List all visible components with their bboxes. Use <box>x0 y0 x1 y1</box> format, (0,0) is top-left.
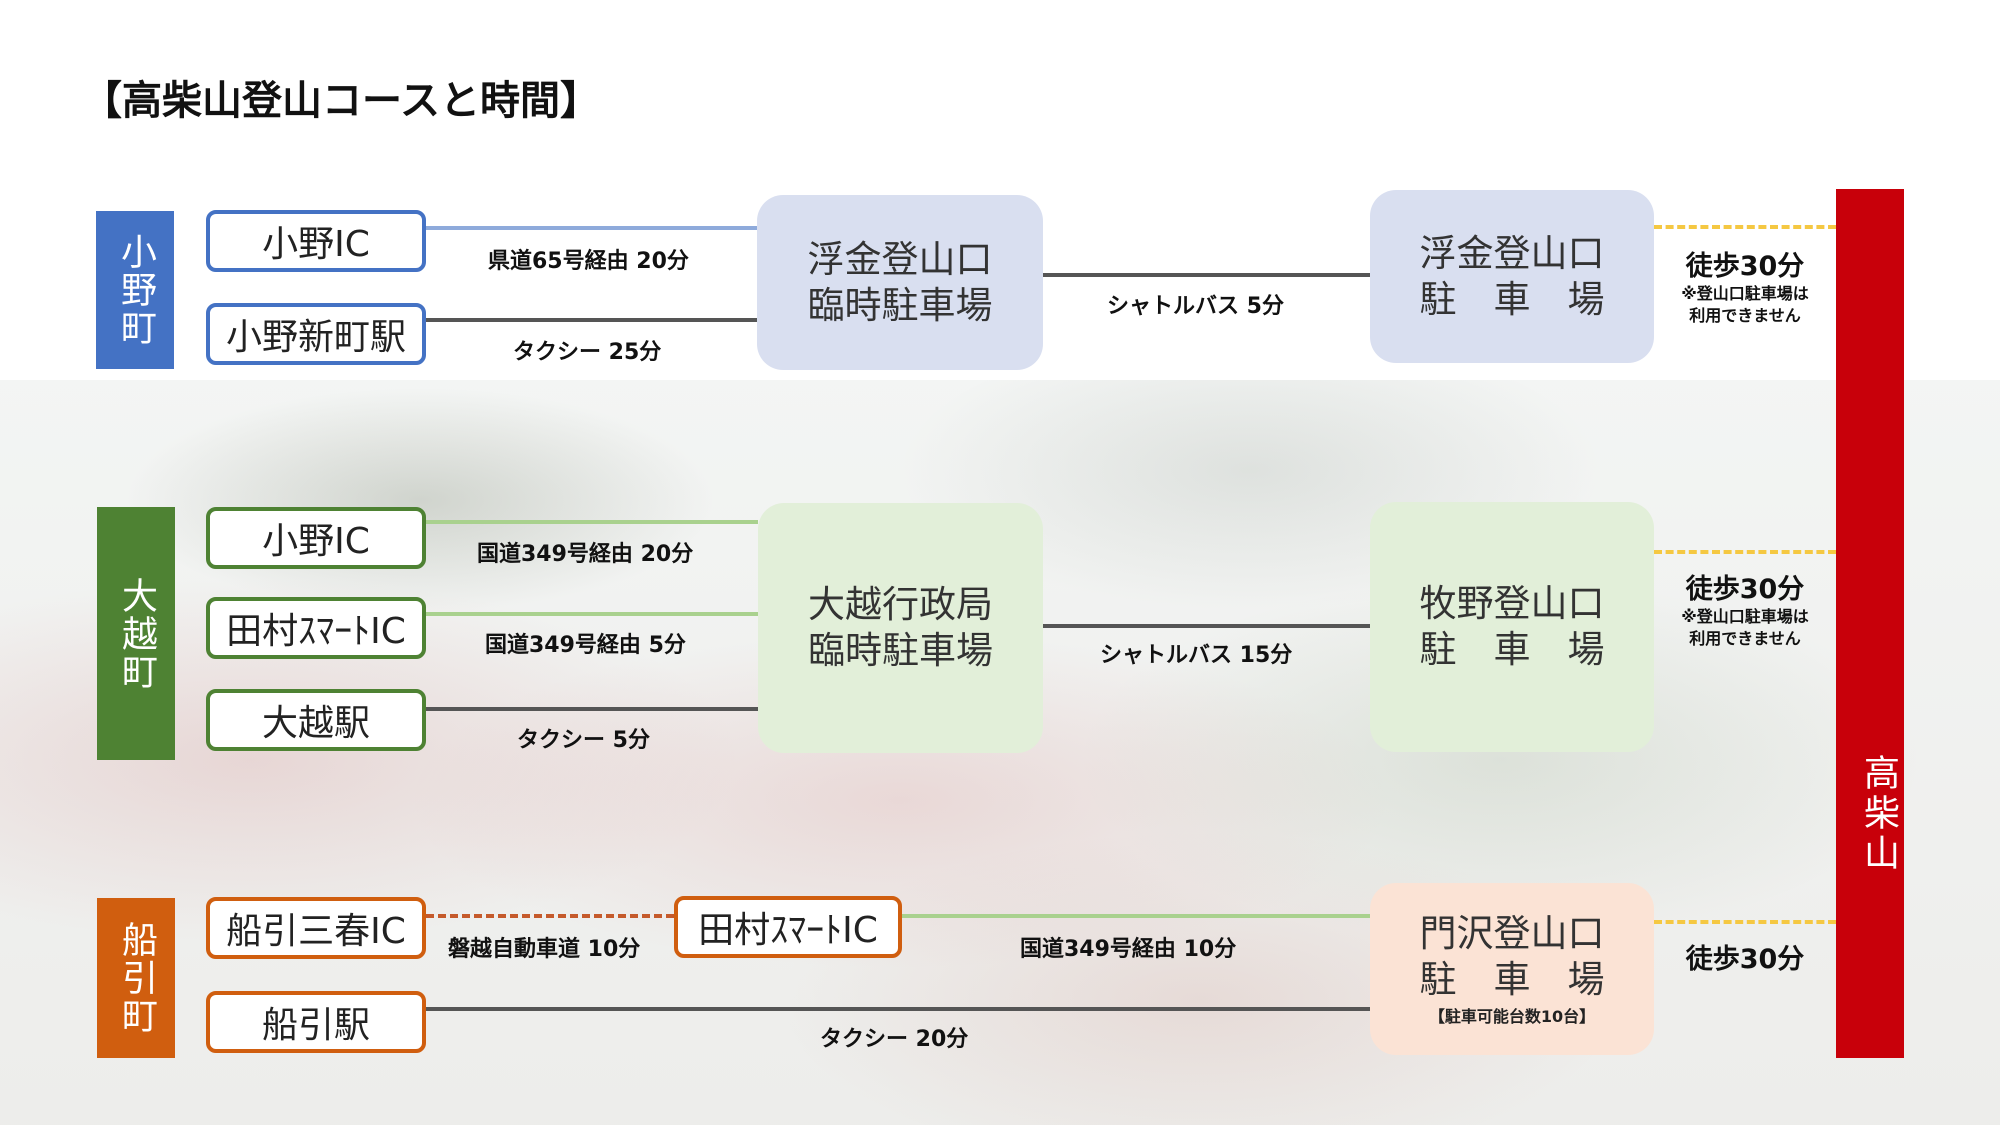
temp-parking-ukigane-line1: 浮金登山口 <box>807 237 993 281</box>
walk-note-okoshi-2: 利用できません <box>1689 629 1801 648</box>
town-label-funehiki: 船引町 <box>97 898 175 1058</box>
route-line-banetsu <box>426 914 674 918</box>
start-funehiki-miharu-ic: 船引三春IC <box>206 897 426 959</box>
trailhead-kadosawa-line2: 駐 車 場 <box>1419 958 1605 1001</box>
temp-parking-okoshi-line1: 大越行政局 <box>808 583 993 626</box>
trailhead-makino-line1: 牧野登山口 <box>1419 582 1605 625</box>
walk-info-okoshi: 徒歩30分 ※登山口駐車場は 利用できません <box>1660 567 1830 650</box>
start-tamura-smart-ic: 田村ｽﾏｰﾄIC <box>206 597 426 659</box>
via-tamura-smart-ic: 田村ｽﾏｰﾄIC <box>674 896 902 958</box>
walk-info-ono: 徒歩30分 ※登山口駐車場は 利用できません <box>1660 244 1830 327</box>
walk-note-ono-2: 利用できません <box>1689 306 1801 325</box>
walk-note-ono-1: ※登山口駐車場は <box>1681 284 1809 303</box>
route-label-r349-5: 国道349号経由 5分 <box>485 633 686 658</box>
route-line-r349-20 <box>426 520 758 524</box>
temp-parking-ukigane-line2: 臨時駐車場 <box>807 283 993 327</box>
start-ono-ic: 小野IC <box>206 210 426 272</box>
route-label-taxi-okoshi: タクシー 5分 <box>517 728 650 753</box>
walk-time-ono: 徒歩30分 <box>1685 251 1805 282</box>
start-ono-ic-2: 小野IC <box>206 507 426 569</box>
shuttle-line-okoshi <box>1043 624 1371 628</box>
walk-line-ono <box>1654 225 1836 229</box>
walk-time-okoshi: 徒歩30分 <box>1685 574 1805 605</box>
route-line-taxi-ono <box>426 318 758 322</box>
route-label-pref65: 県道65号経由 20分 <box>488 249 689 274</box>
route-label-r349-10: 国道349号経由 10分 <box>1020 937 1237 962</box>
trailhead-makino-line2: 駐 車 場 <box>1419 628 1605 671</box>
trailhead-kadosawa-line1: 門沢登山口 <box>1419 912 1605 955</box>
trailhead-ukigane-line2: 駐 車 場 <box>1419 277 1605 321</box>
shuttle-label-ono: シャトルバス 5分 <box>1107 294 1284 319</box>
start-funehiki-station: 船引駅 <box>206 991 426 1053</box>
route-line-taxi-okoshi <box>426 707 758 711</box>
route-line-taxi-funehiki <box>426 1007 1370 1011</box>
temp-parking-ukigane: 浮金登山口 臨時駐車場 <box>757 195 1043 370</box>
start-ono-shinmachi-station: 小野新町駅 <box>206 303 426 365</box>
temp-parking-okoshi: 大越行政局 臨時駐車場 <box>758 503 1043 753</box>
trailhead-kadosawa: 門沢登山口 駐 車 場 【駐車可能台数10台】 <box>1370 883 1654 1055</box>
page-title: 【高柴山登山コースと時間】 <box>82 78 600 124</box>
route-label-taxi-funehiki: タクシー 20分 <box>820 1027 969 1052</box>
town-label-ono: 小野町 <box>96 211 174 369</box>
walk-line-funehiki <box>1654 920 1836 924</box>
shuttle-line-ono <box>1043 273 1371 277</box>
trailhead-kadosawa-note: 【駐車可能台数10台】 <box>1428 1007 1596 1026</box>
walk-line-okoshi <box>1654 550 1836 554</box>
route-label-r349-20: 国道349号経由 20分 <box>477 542 694 567</box>
summit-takashibayama: 高柴山 <box>1836 189 1904 1058</box>
route-label-banetsu: 磐越自動車道 10分 <box>448 937 641 962</box>
trailhead-makino: 牧野登山口 駐 車 場 <box>1370 502 1654 752</box>
shuttle-label-okoshi: シャトルバス 15分 <box>1100 643 1293 668</box>
town-label-okoshi: 大越町 <box>97 507 175 760</box>
trailhead-ukigane-line1: 浮金登山口 <box>1419 231 1605 275</box>
route-line-r349-5 <box>426 612 758 616</box>
trailhead-ukigane: 浮金登山口 駐 車 場 <box>1370 190 1654 363</box>
route-label-taxi-ono: タクシー 25分 <box>513 340 662 365</box>
walk-time-funehiki: 徒歩30分 <box>1685 944 1805 975</box>
start-okoshi-station: 大越駅 <box>206 689 426 751</box>
route-line-pref65 <box>426 226 758 230</box>
walk-note-okoshi-1: ※登山口駐車場は <box>1681 607 1809 626</box>
route-line-r349-10 <box>902 914 1370 918</box>
temp-parking-okoshi-line2: 臨時駐車場 <box>808 629 993 672</box>
walk-info-funehiki: 徒歩30分 <box>1660 937 1830 976</box>
